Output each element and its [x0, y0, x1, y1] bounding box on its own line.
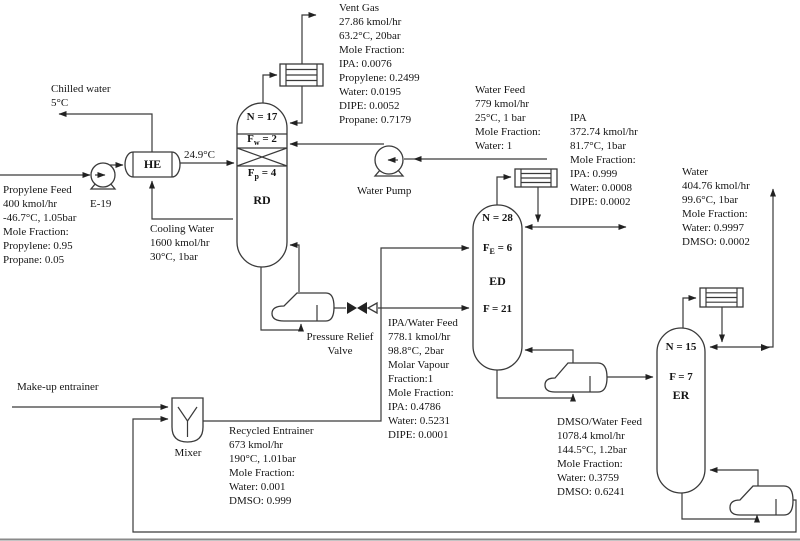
propylene-feed-line [0, 162, 124, 178]
water-pump-label: Water Pump [357, 185, 412, 197]
entrainer-feed-line [203, 245, 470, 422]
rd-column-name: RD [253, 193, 271, 207]
he-label: HE [143, 157, 162, 171]
ed-column-name: ED [489, 274, 506, 288]
er-bottoms-line [681, 491, 760, 523]
ed-condenser [514, 168, 558, 188]
rd-vapor-return-line [289, 242, 300, 292]
er-vapor-return-line [709, 467, 759, 486]
er-condenser [699, 287, 744, 308]
chilled-water-line [58, 111, 153, 152]
rd-reboiler [271, 292, 335, 322]
er-feed-stage: F = 7 [669, 371, 693, 383]
ed-vapor-return-line [524, 347, 574, 363]
recycled-entrainer-label: Recycled Entrainer 673 kmol/hr 190°C, 1.… [229, 425, 314, 507]
ipa-water-feed-label: IPA/Water Feed 778.1 kmol/hr 98.8°C, 2ba… [388, 317, 458, 441]
water-product-line [722, 188, 776, 351]
ed-bottoms-line [496, 368, 576, 402]
er-reboiler [729, 485, 794, 516]
entrainer-recycle-line [132, 416, 797, 533]
feed-pump [89, 162, 117, 190]
rd-bottoms-line [260, 265, 304, 332]
ed-reboiler [544, 362, 608, 393]
vent-gas-line [301, 12, 317, 64]
ipa-product-label: IPA 372.74 kmol/hr 81.7°C, 1bar Mole Fra… [570, 112, 638, 208]
ed-stage-count: N = 28 [482, 212, 513, 224]
water-feed-label: Water Feed 779 kmol/hr 25°C, 1 bar Mole … [475, 84, 541, 152]
mixer [171, 397, 204, 443]
pressure-relief-valve [347, 301, 378, 315]
he-outlet-temp-label: 24.9°C [184, 149, 215, 161]
rd-stage-count: N = 17 [246, 111, 278, 123]
propylene-feed-label: Propylene Feed 400 kmol/hr -46.7°C, 1.05… [3, 184, 77, 266]
er-column-name: ER [672, 388, 690, 402]
ed-feed-stage: F = 21 [482, 303, 513, 315]
rd-reflux-line [289, 86, 303, 126]
heat-exchanger-he [124, 151, 181, 178]
er-condensate-line [709, 307, 725, 350]
chilled-water-label: Chilled water 5°C [51, 83, 111, 109]
cooling-water-line [149, 180, 233, 220]
er-stage-count: N = 15 [665, 341, 697, 353]
water-product-label: Water 404.76 kmol/hr 99.6°C, 1bar Mole F… [682, 166, 750, 248]
water-pump [373, 145, 405, 177]
ed-condensate-line [524, 187, 541, 230]
prv-label: Pressure Relief Valve [306, 331, 374, 357]
rd-overhead-line [262, 72, 278, 103]
rd-propylene-feed-stage: Fp = 4 [247, 167, 277, 182]
cooling-water-label: Cooling Water 1600 kmol/hr 30°C, 1bar [150, 223, 214, 263]
feed-pump-tag: E-19 [90, 198, 112, 210]
er-column [656, 327, 706, 494]
figure-bottom-edge [0, 538, 800, 541]
ed-overhead-line [496, 174, 512, 205]
ed-entrainer-feed-stage: FE = 6 [482, 242, 513, 257]
vent-gas-label: Vent Gas 27.86 kmol/hr 63.2°C, 20bar Mol… [339, 2, 420, 126]
rd-water-feed-stage: Fw = 2 [247, 133, 277, 148]
dmso-water-feed-label: DMSO/Water Feed 1078.4 kmol/hr 144.5°C, … [557, 416, 642, 498]
make-up-entrainer-label: Make-up entrainer [17, 381, 99, 393]
rd-column [236, 102, 288, 268]
rd-condenser [279, 63, 324, 87]
er-overhead-line [682, 295, 697, 328]
mixer-label: Mixer [174, 447, 202, 459]
ed-column [472, 204, 523, 371]
